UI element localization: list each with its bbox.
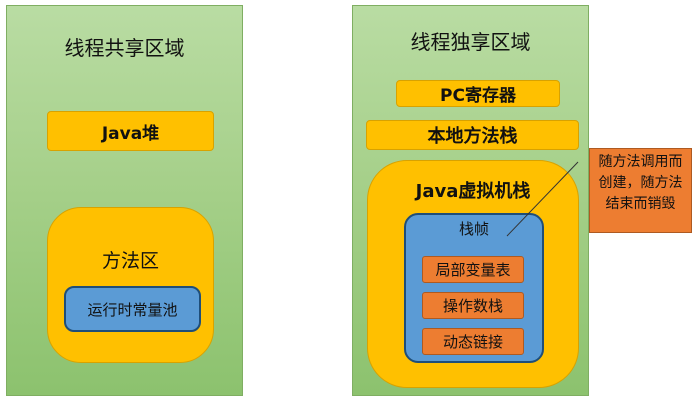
jvm-stack-label: Java虚拟机栈 <box>415 181 531 202</box>
java-heap-box: Java堆 <box>47 111 214 151</box>
lifecycle-callout-text: 随方法调用而创建，随方法结束而销毁 <box>598 154 683 212</box>
local-variable-table-box: 局部变量表 <box>422 256 524 283</box>
operand-stack-box: 操作数栈 <box>422 292 524 319</box>
method-area-label: 方法区 <box>101 250 159 272</box>
jvm-stack-box: Java虚拟机栈 栈帧 局部变量表 操作数栈 动态链接 <box>367 160 579 388</box>
dynamic-linking-box: 动态链接 <box>422 328 524 355</box>
stack-frame-box: 栈帧 局部变量表 操作数栈 动态链接 <box>404 213 544 363</box>
lifecycle-callout: 随方法调用而创建，随方法结束而销毁 <box>589 148 692 233</box>
thread-private-region-panel: 线程独享区域 PC寄存器 本地方法栈 Java虚拟机栈 栈帧 局部变量表 操作数… <box>352 5 589 396</box>
pc-register-box: PC寄存器 <box>396 80 560 107</box>
runtime-constant-pool-box: 运行时常量池 <box>64 286 201 332</box>
shared-region-title: 线程共享区域 <box>64 36 185 60</box>
shared-region-panel: 线程共享区域 Java堆 方法区 运行时常量池 <box>6 5 243 396</box>
thread-private-region-title: 线程独享区域 <box>410 30 531 54</box>
native-method-stack-box: 本地方法栈 <box>366 120 579 150</box>
stack-frame-label: 栈帧 <box>458 220 489 238</box>
method-area-box: 方法区 运行时常量池 <box>47 207 214 363</box>
